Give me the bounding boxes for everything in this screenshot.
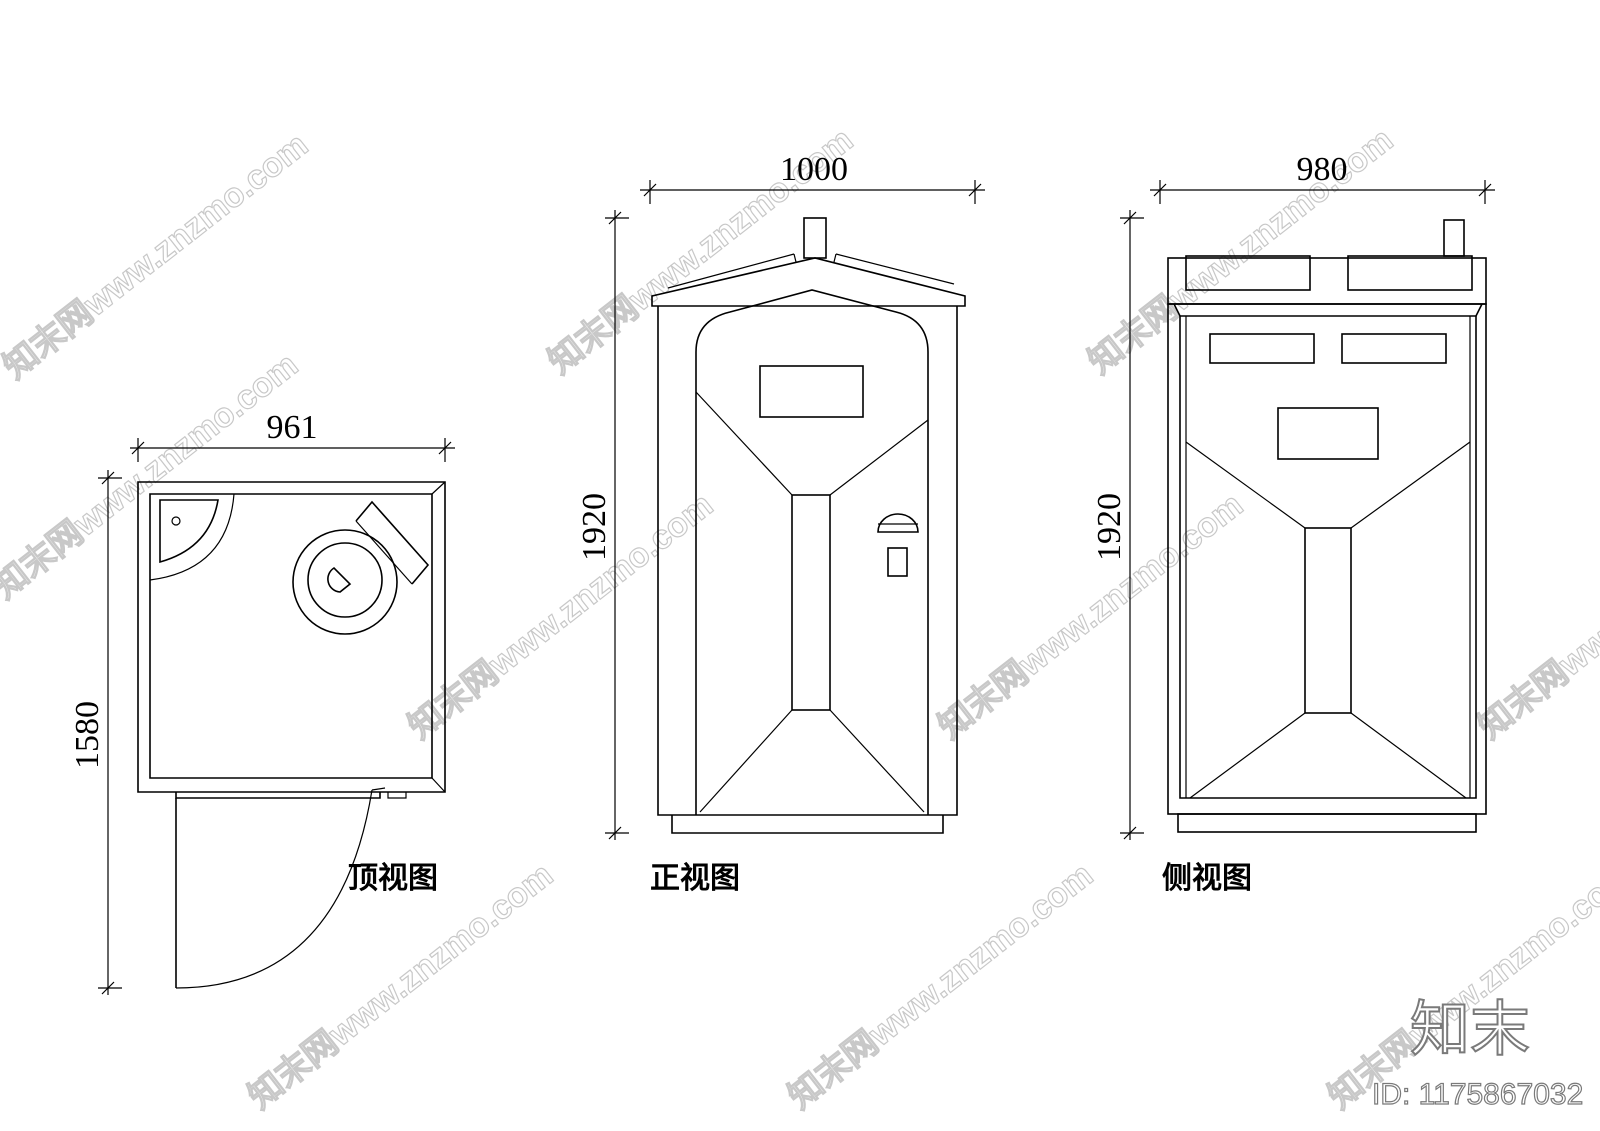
corner-sink-icon — [149, 493, 235, 581]
side-view-caption: 侧视图 — [1162, 861, 1252, 896]
cabin-base — [671, 815, 944, 834]
side-sign-plate — [1277, 407, 1379, 460]
watermark-text: 知末网www.znzmo.com — [1472, 486, 1600, 747]
side-view-width-label: 980 — [1297, 151, 1348, 188]
top-view-caption: 顶视图 — [348, 861, 438, 896]
watermark-text: 知末网www.znzmo.com — [1082, 121, 1401, 382]
cabin-base — [1177, 813, 1477, 833]
brand-logo: 知末 — [1410, 995, 1530, 1065]
cabin-inner-wall — [149, 493, 433, 779]
top-view: 961 1580 — [69, 409, 455, 995]
toilet-icon — [292, 500, 430, 635]
door-swing-arc — [175, 789, 373, 989]
front-view: 1000 1920 — [576, 151, 985, 896]
cabin-body — [1167, 303, 1487, 815]
vent-pipe — [1443, 219, 1465, 257]
watermark-text: 知末网www.znzmo.com — [0, 126, 315, 387]
top-view-width-dimension: 961 — [130, 409, 455, 462]
front-sign-plate — [759, 365, 864, 418]
watermark-layer: 知末网www.znzmo.com 知末网www.znzmo.com 知末网www… — [0, 120, 1600, 1117]
door-lock-icon — [877, 513, 919, 577]
side-view-height-label: 1920 — [1091, 493, 1128, 561]
top-view-width-label: 961 — [267, 409, 318, 446]
front-view-height-dimension: 1920 — [576, 210, 629, 840]
watermark-text: 知末网www.znzmo.com — [402, 486, 721, 747]
roof-vent-left — [1185, 255, 1311, 291]
front-view-caption: 正视图 — [650, 861, 740, 896]
side-view: 980 1920 侧视图 — [1091, 151, 1495, 896]
door-opening — [175, 792, 381, 799]
vent-pipe — [803, 217, 827, 259]
front-view-height-label: 1920 — [576, 493, 613, 561]
side-view-width-dimension: 980 — [1150, 151, 1495, 204]
side-window-left — [1209, 333, 1315, 364]
door-panel — [695, 289, 929, 815]
top-view-depth-label: 1580 — [69, 701, 106, 769]
side-panel — [1179, 316, 1477, 799]
cabin-outer-wall — [137, 481, 446, 793]
side-window-right — [1341, 333, 1447, 364]
top-view-depth-dimension: 1580 — [69, 470, 122, 995]
door-center-stile — [791, 494, 831, 711]
roof-vent-right — [1347, 255, 1473, 291]
front-view-width-dimension: 1000 — [640, 151, 985, 204]
watermark-text: 知末网www.znzmo.com — [0, 346, 305, 607]
watermark-text: 知末网www.znzmo.com — [782, 856, 1101, 1117]
door-jamb — [387, 792, 407, 799]
side-view-height-dimension: 1920 — [1091, 210, 1144, 840]
side-center-stile — [1304, 527, 1352, 714]
image-id: ID: 1175867032 — [1372, 1078, 1583, 1111]
roof — [651, 257, 966, 307]
front-view-width-label: 1000 — [780, 151, 848, 188]
cabin-body — [657, 306, 958, 816]
